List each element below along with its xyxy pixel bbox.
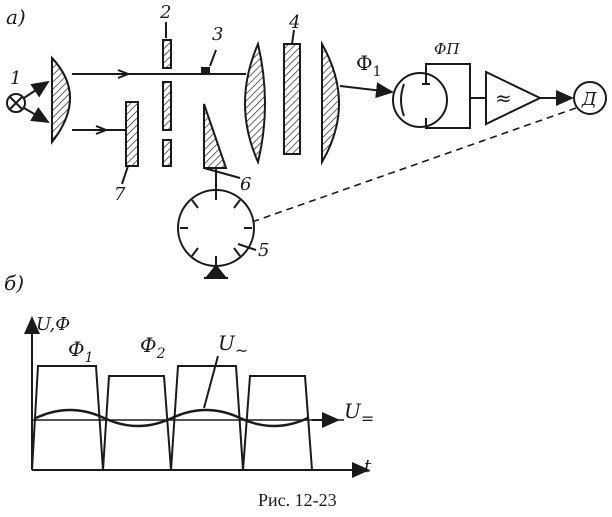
rotating-disk-icon xyxy=(177,168,255,279)
x-axis-label: t xyxy=(364,456,372,477)
motor-icon xyxy=(573,81,607,115)
panel-a: а) 1 7 2 xyxy=(6,2,607,279)
ray-upper xyxy=(23,80,50,99)
amplifier-icon xyxy=(485,70,543,126)
flux-label: Ф1 xyxy=(356,51,382,80)
sample-number: 3 xyxy=(212,24,223,45)
flux-ray xyxy=(339,82,394,99)
disk-slits xyxy=(162,39,172,167)
phi2-label: Ф2 xyxy=(140,333,166,362)
u-dc-label: U= xyxy=(344,399,374,428)
panel-b: б) U,Ф t Ф1 Ф2 U~ U= xyxy=(4,271,374,478)
figure-caption: Рис. 12-23 xyxy=(258,490,337,510)
amplifier-symbol: ≈ xyxy=(495,86,512,110)
source-number: 1 xyxy=(10,68,21,89)
panel-b-label: б) xyxy=(4,271,24,295)
u-ac-label: U~ xyxy=(218,331,248,360)
disk-slits-number: 2 xyxy=(159,2,171,23)
wedge-number: 6 xyxy=(240,174,251,195)
wedge-element xyxy=(203,103,228,169)
lens-right xyxy=(321,40,340,166)
splitter-lens xyxy=(51,55,71,145)
motor-disk-link xyxy=(251,107,577,223)
filter-number: 4 xyxy=(288,12,300,33)
motor-label: Д xyxy=(581,89,597,110)
ray-lower xyxy=(23,107,50,124)
photocell-icon xyxy=(392,63,486,129)
comb-number: 7 xyxy=(114,184,126,205)
flux-pulse-train xyxy=(31,365,313,471)
y-axis-label: U,Ф xyxy=(36,314,70,335)
ac-ripple-curve xyxy=(35,408,309,428)
photocell-label: ФП xyxy=(434,40,460,58)
sample-icon xyxy=(201,49,217,73)
comb-element xyxy=(125,101,139,167)
phi1-label: Ф1 xyxy=(68,337,94,366)
filter-element xyxy=(283,43,301,155)
light-source-icon xyxy=(6,93,26,113)
disk-number: 5 xyxy=(258,240,269,261)
lens-left xyxy=(244,40,266,166)
panel-a-label: а) xyxy=(6,5,26,29)
